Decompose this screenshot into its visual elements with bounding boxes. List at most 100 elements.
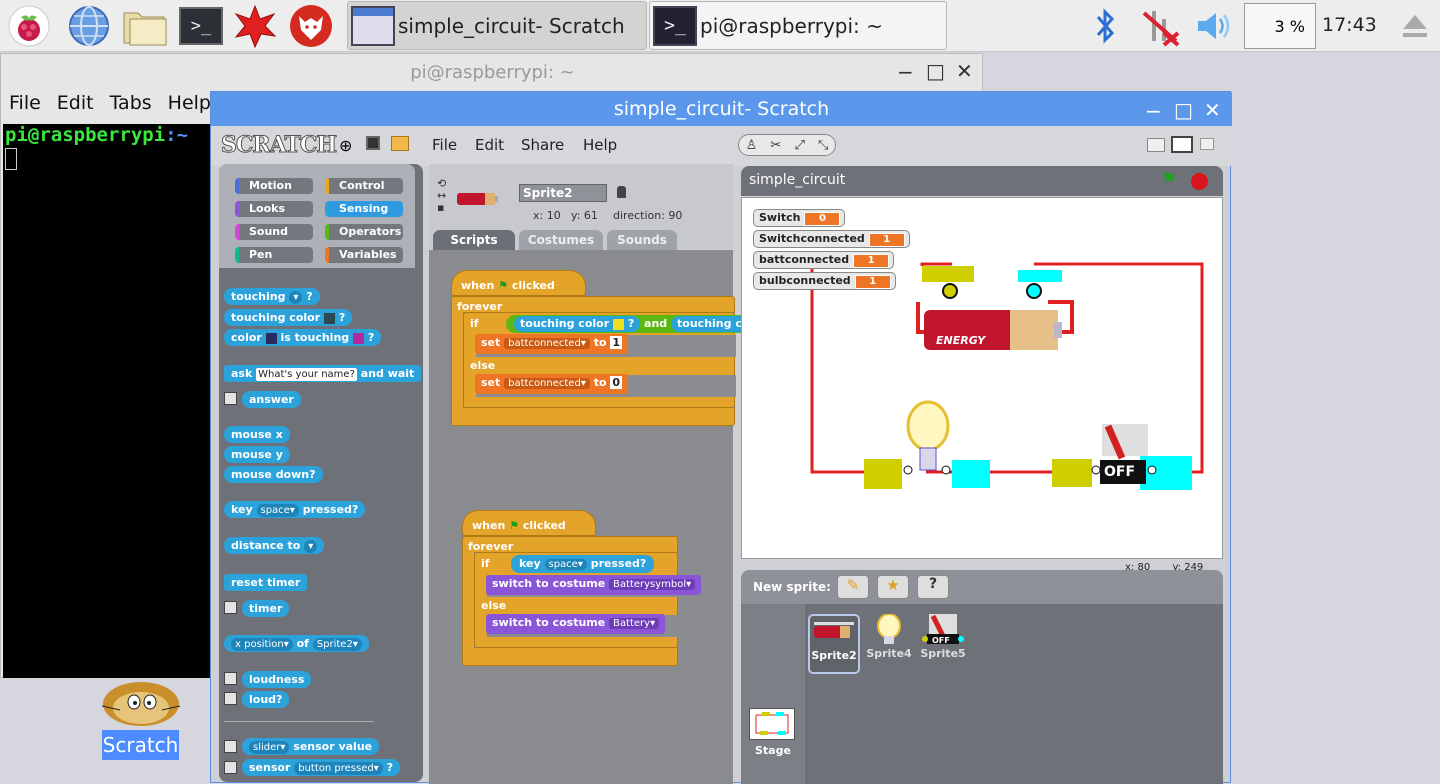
stage-selector[interactable]: Stage	[741, 604, 805, 784]
tab-sounds[interactable]: Sounds	[607, 230, 677, 250]
checkbox-loudness[interactable]	[224, 672, 237, 685]
menu-help[interactable]: Help	[583, 136, 618, 154]
language-globe-icon[interactable]: ⊕	[339, 136, 353, 155]
dropdown[interactable]: ▾	[304, 540, 318, 553]
menu-file[interactable]: File	[432, 136, 458, 154]
green-flag-icon[interactable]: ⚑	[1161, 169, 1178, 190]
block-mouse-x[interactable]: mouse x	[224, 426, 290, 443]
rotation-style-icons[interactable]: ⟲↔▪	[437, 177, 447, 214]
block-distance-to[interactable]: distance to ▾	[224, 537, 325, 554]
block-color-is-touching[interactable]: color is touching ?	[224, 329, 382, 346]
block-ask-and-wait[interactable]: ask What's your name? and wait	[224, 365, 422, 382]
menu-edit[interactable]: Edit	[475, 136, 505, 154]
save-icon[interactable]	[366, 136, 380, 150]
block-touching-color-2[interactable]: touching col	[671, 316, 760, 332]
block-mouse-down[interactable]: mouse down?	[224, 466, 323, 483]
volume-icon[interactable]	[1190, 4, 1236, 48]
block-touching-color[interactable]: touching color ?	[224, 309, 353, 326]
menu-file[interactable]: File	[9, 92, 41, 114]
raspberry-menu-icon[interactable]	[6, 4, 52, 48]
task-scratch[interactable]: simple_circuit- Scratch	[347, 1, 647, 50]
scratch-cat-icon[interactable]	[100, 676, 182, 758]
shrink-icon[interactable]: ⤡	[818, 137, 829, 153]
sprite-tile-sprite2[interactable]: Sprite2	[808, 614, 860, 674]
task-terminal[interactable]: >_ pi@raspberrypi: ~	[649, 1, 947, 50]
close-icon[interactable]: ✕	[1204, 98, 1221, 122]
sensor-dropdown[interactable]: button pressed▾	[294, 762, 383, 775]
minimize-icon[interactable]: −	[897, 60, 914, 84]
ask-input[interactable]: What's your name?	[256, 368, 357, 381]
presentation-mode-icon[interactable]	[1200, 138, 1214, 150]
duplicate-icon[interactable]: ♙	[745, 137, 758, 153]
category-control[interactable]: Control	[325, 178, 403, 194]
dropdown[interactable]: ▾	[289, 291, 303, 304]
tab-costumes[interactable]: Costumes	[519, 230, 603, 250]
color-swatch[interactable]	[353, 332, 364, 344]
sensor-dropdown[interactable]: slider▾	[249, 741, 290, 754]
wolfram-wolf-icon[interactable]	[288, 4, 334, 48]
menu-tabs[interactable]: Tabs	[109, 92, 152, 114]
checkbox-sensor-value[interactable]	[224, 740, 237, 753]
attribute-dropdown[interactable]: x position▾	[231, 638, 293, 651]
category-motion[interactable]: Motion	[235, 178, 313, 194]
object-dropdown[interactable]: Sprite2▾	[312, 638, 362, 651]
block-attribute-of[interactable]: x position▾ of Sprite2▾	[224, 635, 369, 652]
value-input[interactable]: 0	[610, 376, 623, 389]
hat-when-flag-clicked[interactable]: when ⚑ clicked	[451, 270, 586, 296]
checkbox-loud[interactable]	[224, 692, 237, 705]
paint-new-sprite-icon[interactable]: ✎	[837, 575, 869, 599]
variable-dropdown[interactable]: battconnected▾	[504, 338, 590, 349]
desktop-scratch-label[interactable]: Scratch	[102, 730, 179, 760]
terminal-body[interactable]: pi@raspberrypi:~	[3, 124, 211, 678]
hat-when-flag-clicked[interactable]: when ⚑ clicked	[462, 510, 596, 536]
category-variables[interactable]: Variables	[325, 247, 403, 263]
block-touching-color[interactable]: touching color ?	[514, 316, 641, 332]
browser-globe-icon[interactable]	[66, 4, 112, 48]
block-sensor-pressed[interactable]: sensor button pressed▾ ?	[242, 759, 400, 776]
color-swatch[interactable]	[323, 312, 335, 324]
block-switch-costume[interactable]: switch to costume Battery▾	[486, 614, 666, 634]
category-sound[interactable]: Sound	[235, 224, 313, 240]
key-dropdown[interactable]: space▾	[544, 559, 587, 570]
network-disconnected-icon[interactable]	[1138, 4, 1184, 48]
cut-icon[interactable]: ✂	[770, 137, 782, 153]
menu-edit[interactable]: Edit	[56, 92, 94, 114]
lock-icon[interactable]	[617, 186, 626, 198]
share-icon[interactable]	[391, 136, 409, 151]
sprite-name-field[interactable]: Sprite2	[519, 184, 607, 202]
block-touching[interactable]: touching ▾ ?	[224, 288, 320, 305]
color-swatch[interactable]	[265, 332, 277, 344]
block-and[interactable]: touching color ? and touching col	[506, 315, 768, 333]
checkbox-timer[interactable]	[224, 601, 237, 614]
scripts-area[interactable]: when ⚑ clicked forever if touching color…	[429, 250, 768, 784]
maximize-icon[interactable]: □	[1174, 98, 1193, 122]
block-set-variable[interactable]: set battconnected▾ to 1	[475, 334, 629, 354]
costume-dropdown[interactable]: Batterysymbol▾	[609, 579, 696, 590]
minimize-icon[interactable]: −	[1145, 99, 1162, 123]
stop-sign-icon[interactable]	[1191, 173, 1208, 190]
key-dropdown[interactable]: space▾	[256, 504, 299, 517]
block-loudness[interactable]: loudness	[242, 671, 312, 688]
sprite-tile-sprite4[interactable]: Sprite4	[863, 613, 915, 674]
close-icon[interactable]: ✕	[956, 59, 973, 83]
file-manager-folder-icon[interactable]	[122, 4, 168, 48]
bluetooth-icon[interactable]	[1082, 4, 1128, 48]
tab-scripts[interactable]: Scripts	[433, 230, 515, 250]
category-pen[interactable]: Pen	[235, 247, 313, 263]
category-sensing[interactable]: Sensing	[325, 201, 403, 217]
terminal-launcher-icon[interactable]: >_	[178, 4, 224, 48]
value-input[interactable]: 1	[610, 336, 623, 349]
choose-sprite-file-icon[interactable]: ★	[877, 575, 909, 599]
checkbox-sensor[interactable]	[224, 761, 237, 774]
normal-stage-icon[interactable]	[1171, 136, 1193, 153]
mathematica-star-icon[interactable]	[232, 4, 278, 48]
variable-dropdown[interactable]: battconnected▾	[504, 378, 590, 389]
grow-icon[interactable]: ⤢	[794, 137, 805, 153]
block-timer[interactable]: timer	[242, 600, 290, 617]
color-swatch[interactable]	[612, 318, 624, 330]
block-loud[interactable]: loud?	[242, 691, 290, 708]
costume-dropdown[interactable]: Battery▾	[609, 618, 660, 629]
eject-icon[interactable]	[1392, 4, 1438, 48]
block-mouse-y[interactable]: mouse y	[224, 446, 290, 463]
